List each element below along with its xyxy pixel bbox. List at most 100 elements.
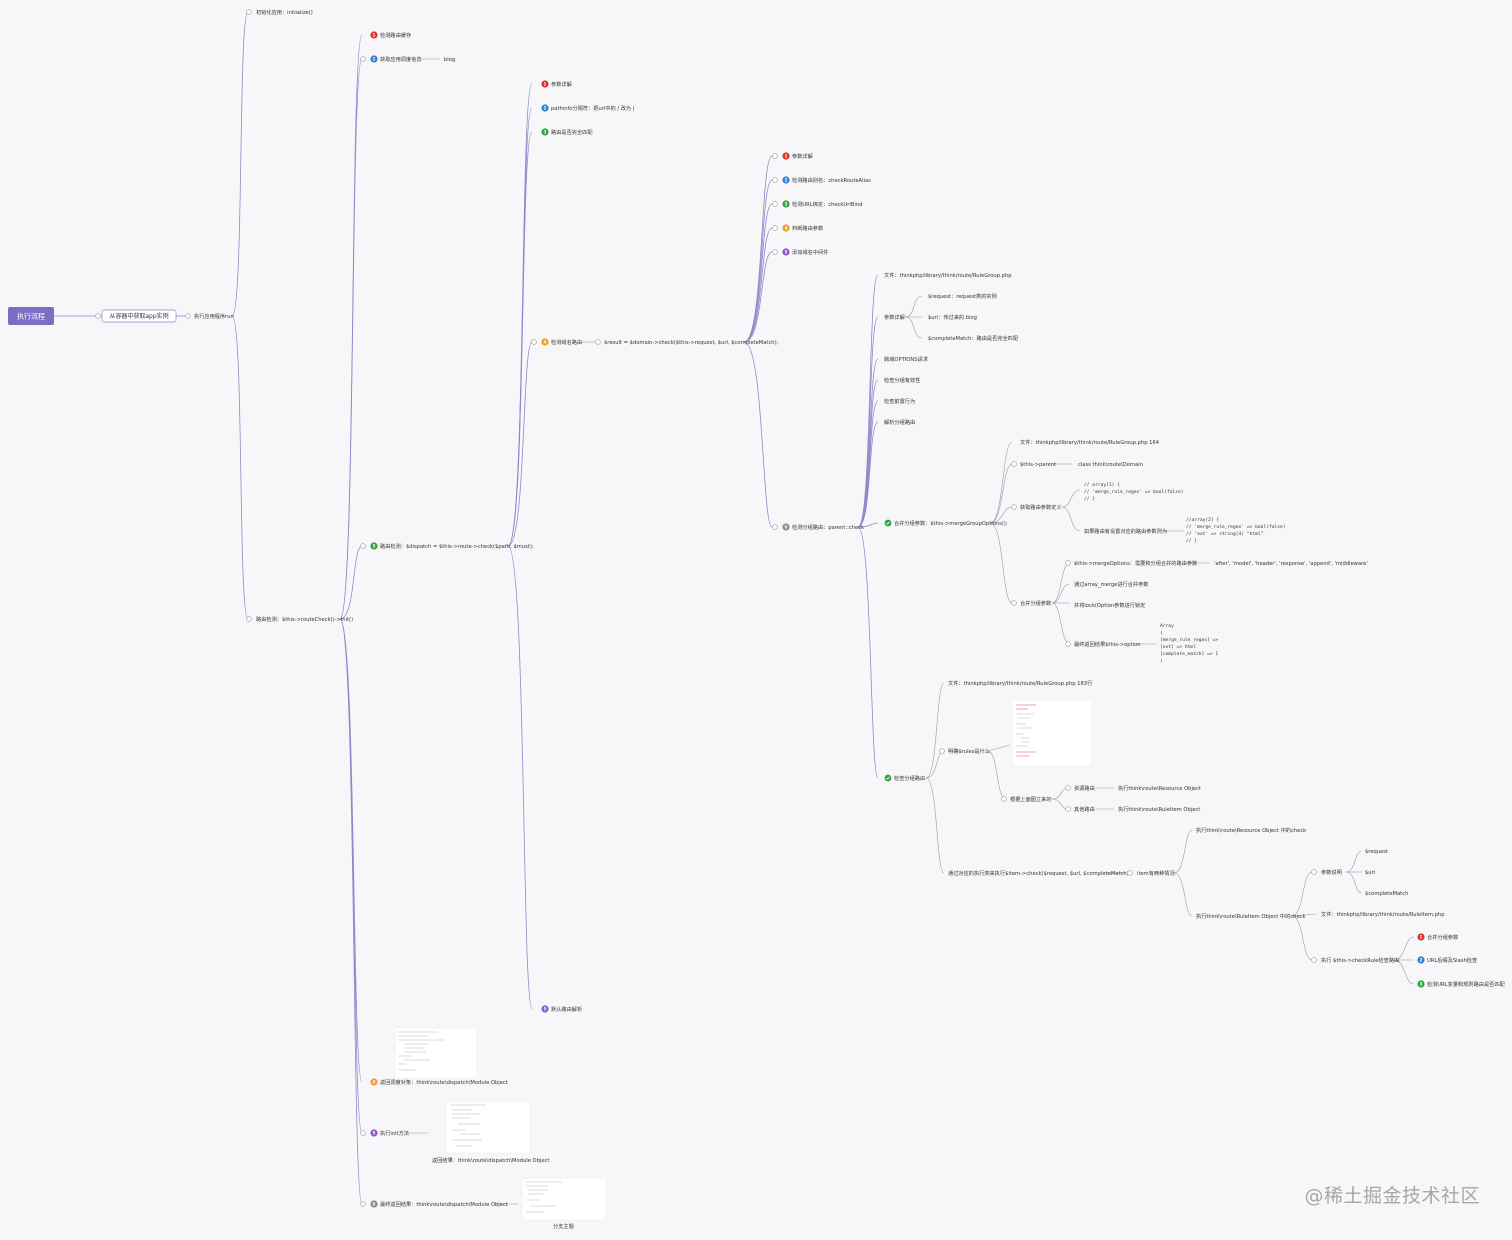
by-above-node[interactable]: 根据上面图立来的 <box>1010 795 1052 803</box>
collapse-toggle[interactable] <box>1011 461 1017 467</box>
resource-check-node[interactable]: 执行think\route\Resource Object 中的check <box>1196 826 1306 834</box>
domain-step-3[interactable]: 检测URL绑定：checkUrlBind <box>792 200 862 208</box>
domain-step-6[interactable]: 检测分组路由：parent::check <box>792 523 864 531</box>
check-group-route-node[interactable]: 检查分组路由 <box>894 774 925 782</box>
collapse-toggle[interactable] <box>1065 641 1071 647</box>
svg-text:5: 5 <box>785 250 788 255</box>
check-step-3[interactable]: 路由是否完全匹配 <box>551 128 593 136</box>
collapse-toggle[interactable] <box>1011 600 1017 606</box>
group-step[interactable]: 跨域OPTIONS请求 <box>884 355 929 363</box>
merge-options-node[interactable]: $this->mergeOptions：需要和分组合并的路由参数 <box>1074 559 1198 567</box>
collapse-toggle[interactable] <box>185 313 191 319</box>
collapse-toggle[interactable] <box>246 616 252 622</box>
domain-step-4[interactable]: 判断路由参数 <box>792 224 824 232</box>
svg-text:2: 2 <box>785 178 788 183</box>
array-line: // 'merge_rule_regex' => bool(false) <box>1084 489 1184 495</box>
group-params-label[interactable]: 参数详解 <box>884 313 905 321</box>
run-node[interactable]: 执行应用程序run <box>194 312 234 320</box>
if-set-node[interactable]: 如果路由有设置对应的路由参数则为 <box>1084 527 1167 535</box>
param-desc-node[interactable]: 参数说明 <box>1321 868 1342 876</box>
number-badge-icon <box>541 1005 549 1013</box>
ruleitem-check-node[interactable]: 执行think\route\RuleItem Object 中的check <box>1196 912 1306 920</box>
collapse-toggle[interactable] <box>246 9 252 15</box>
route-check-node[interactable]: 路由检测：$this->routeCheck()->init() <box>256 615 353 623</box>
group-step[interactable]: 检查前置行为 <box>884 397 915 405</box>
route-step-5[interactable]: 执行init方法 <box>380 1129 409 1137</box>
collapse-toggle[interactable] <box>1311 957 1317 963</box>
route-file: 文件：thinkphp/library/think/route/RuleGrou… <box>948 679 1092 687</box>
collapse-toggle[interactable] <box>1065 560 1071 566</box>
array-merge-node[interactable]: 通过array_merge进行合并参数 <box>1074 580 1149 588</box>
number-badge-icon <box>370 542 378 550</box>
route-step-3[interactable]: 路由检测：$dispatch = $this->route->check($pa… <box>380 542 534 550</box>
domain-step-5[interactable]: 添加域名中间件 <box>792 248 828 256</box>
other-route-value: 执行think\route\RuleItem Object <box>1118 805 1200 813</box>
final-option-node[interactable]: 最终返回结果$this->option <box>1074 640 1141 648</box>
group-step[interactable]: 解析分组路由 <box>884 418 915 426</box>
get-params-node[interactable]: 获取路由参数定义 <box>1020 503 1062 511</box>
domain-check-node[interactable]: $result = $domain->check($this->request,… <box>604 340 779 346</box>
resource-route-node[interactable]: 资源路由 <box>1074 784 1095 792</box>
route-step-1[interactable]: 检测路由缓存 <box>380 31 411 39</box>
collapse-toggle[interactable] <box>1065 785 1071 791</box>
item-cases-node[interactable]: item有两种情况 <box>1137 869 1175 877</box>
collapse-toggle[interactable] <box>772 153 778 159</box>
check-rule-step-2[interactable]: URL后缀及Slash检查 <box>1427 956 1477 964</box>
number-badge-icon <box>782 152 790 160</box>
check-rule-step-1[interactable]: 合并分组参数 <box>1427 933 1459 941</box>
main-label: 从容器中获取app实例 <box>109 312 168 320</box>
check-rule-node[interactable]: 执行 $this->checkRule检查路由 <box>1321 956 1399 964</box>
collapse-toggle[interactable] <box>95 313 101 319</box>
domain-step-2[interactable]: 检测路由别名：checkRouteAlias <box>792 176 871 184</box>
merge-params-node[interactable]: 合并分组参数 <box>1020 599 1052 607</box>
parent-node[interactable]: $this->parent <box>1020 462 1056 468</box>
array-line: // 'merge_rule_regex' => bool(false) <box>1186 524 1286 530</box>
collapse-toggle[interactable] <box>531 339 537 345</box>
collapse-toggle[interactable] <box>360 1130 366 1136</box>
check-step-5[interactable]: 默认路由解析 <box>551 1005 582 1013</box>
collapse-toggle[interactable] <box>1001 796 1007 802</box>
collapse-toggle[interactable] <box>772 177 778 183</box>
collapse-toggle[interactable] <box>1127 870 1133 876</box>
check-step-1[interactable]: 参数详解 <box>551 80 572 88</box>
option-line: ) <box>1160 658 1163 664</box>
root-node[interactable]: 执行流程 <box>8 307 54 325</box>
number-badge-icon <box>370 55 378 63</box>
other-route-node[interactable]: 其他路由 <box>1074 805 1095 813</box>
collapse-toggle[interactable] <box>772 524 778 530</box>
route-step-2[interactable]: 获取应用调度信息 <box>380 55 422 63</box>
collapse-toggle[interactable] <box>939 748 945 754</box>
group-step[interactable]: 检查分组有效性 <box>884 376 920 384</box>
route-step-4[interactable]: 返回调度对象：think\route\dispatch\Module Objec… <box>380 1078 508 1086</box>
collapse-toggle[interactable] <box>1065 806 1071 812</box>
collapse-toggle[interactable] <box>772 201 778 207</box>
group-param: $request：request类的实例 <box>928 292 997 300</box>
collapse-toggle[interactable] <box>1011 504 1017 510</box>
check-rule-step-3[interactable]: 检测URL变量和规则路由是否匹配 <box>1427 980 1506 988</box>
check-step-4[interactable]: 检测域名路由 <box>551 338 582 346</box>
main-node[interactable]: 从容器中获取app实例 <box>101 309 177 323</box>
collapse-toggle[interactable] <box>1311 869 1317 875</box>
init-node[interactable]: 初始化应用：initialize() <box>256 8 313 16</box>
option-line: Array <box>1160 623 1174 629</box>
rules-node[interactable]: 明确$rules是什么 <box>948 747 990 755</box>
number-badge-icon <box>1417 933 1425 941</box>
collapse-toggle[interactable] <box>360 56 366 62</box>
domain-step-1[interactable]: 参数详解 <box>792 152 813 160</box>
collapse-toggle[interactable] <box>360 1201 366 1207</box>
collapse-toggle[interactable] <box>772 225 778 231</box>
group-check: 文件：thinkphp/library/think/route/RuleGrou… <box>884 271 1506 988</box>
number-badge-icon <box>782 248 790 256</box>
merge-group-node[interactable]: 合并分组参数：$this->mergeGroupOptions(); <box>894 519 1008 527</box>
route-step-6[interactable]: 最终返回结果：think\route\dispatch\Module Objec… <box>380 1200 508 1208</box>
collapse-toggle[interactable] <box>360 543 366 549</box>
param-item: $completeMatch <box>1365 891 1408 897</box>
check-step-2[interactable]: pathinfo分隔符：把url中的 / 改为 | <box>551 104 635 112</box>
group-param: $completeMatch：路由是否完全匹配 <box>928 334 1019 342</box>
collapse-toggle[interactable] <box>595 339 601 345</box>
number-badge-icon <box>782 523 790 531</box>
collapse-toggle[interactable] <box>772 249 778 255</box>
code-image-thumbnail <box>1011 699 1093 767</box>
item-check-node[interactable]: 通过对应的执行类来执行$item->check($request, $url, … <box>948 869 1131 877</box>
lock-node[interactable]: 并将lock(Option参数进行锁定 <box>1074 601 1145 609</box>
